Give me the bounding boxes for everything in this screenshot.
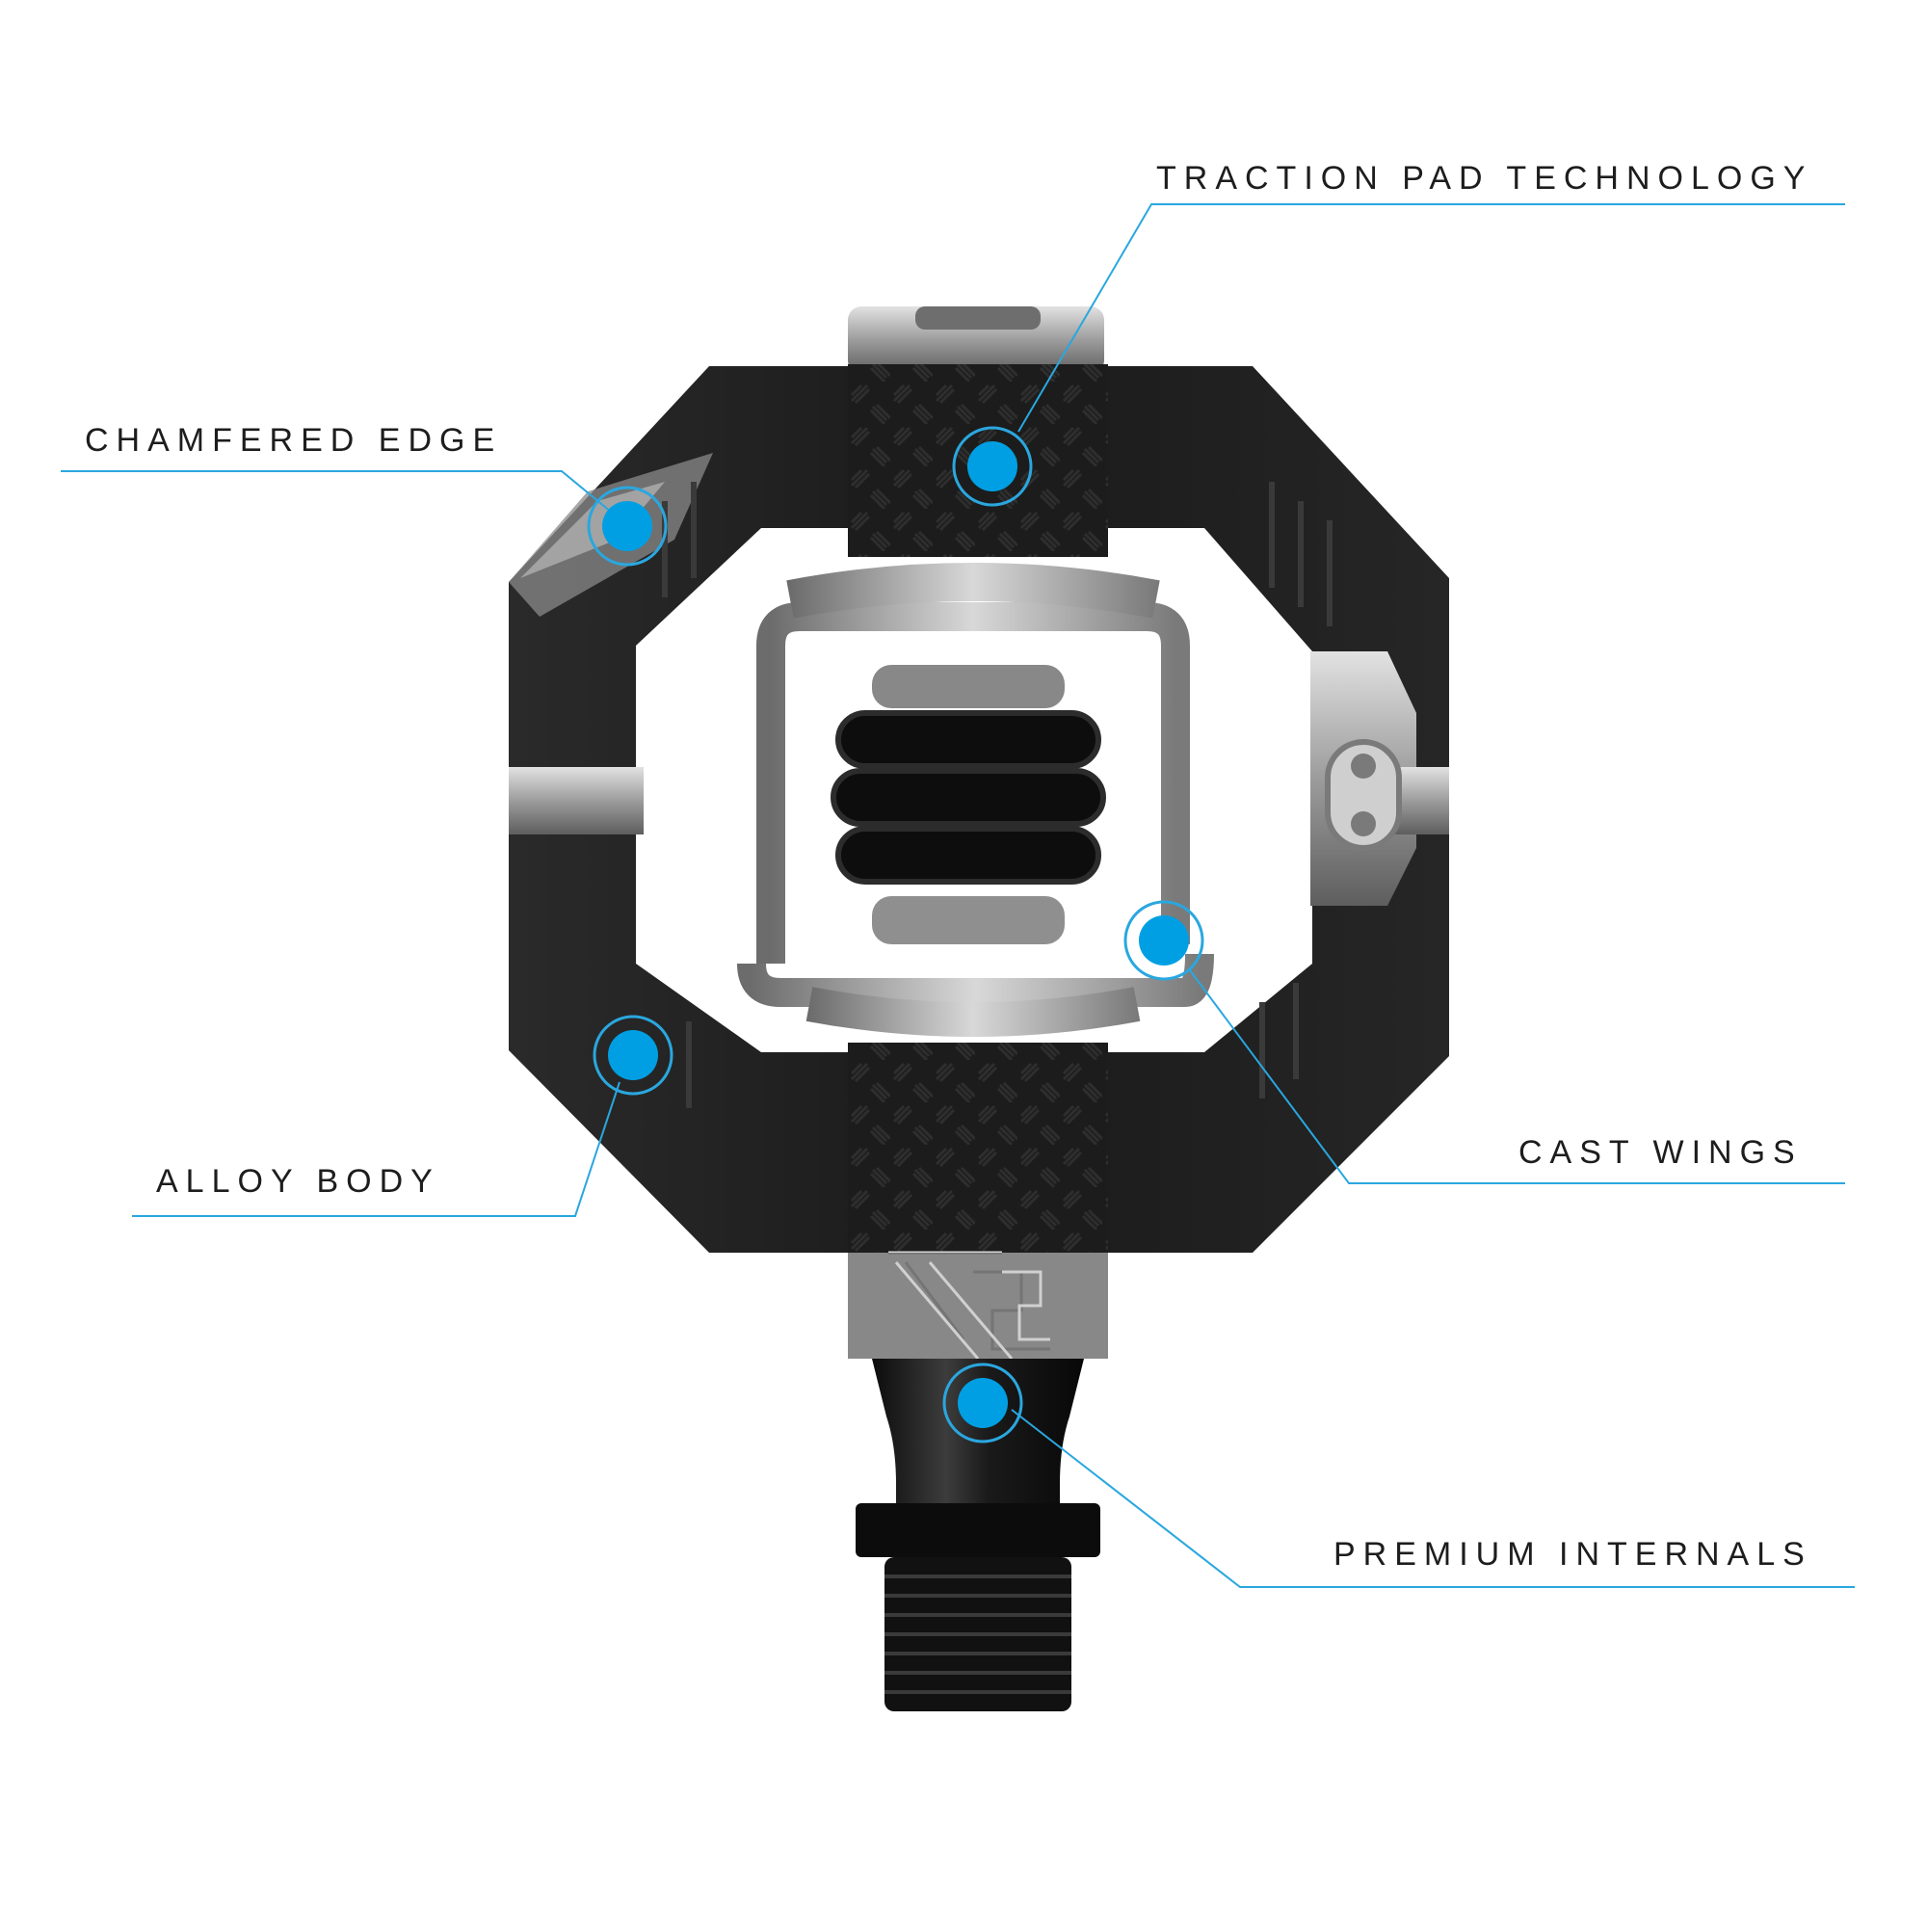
callout-marker-chamfered <box>587 486 668 567</box>
end-cap <box>848 306 1104 374</box>
leader-lines <box>61 203 1855 1588</box>
callout-marker-alloy <box>593 1015 673 1096</box>
callout-label-alloy-body: ALLOY BODY <box>156 1163 440 1200</box>
callout-label-premium-internals: PREMIUM INTERNALS <box>1333 1536 1812 1573</box>
traction-pad-bottom <box>848 1043 1108 1253</box>
spring-mechanism <box>831 665 1106 944</box>
retention-wing <box>737 563 1214 1037</box>
callout-label-traction-pad: TRACTION PAD TECHNOLOGY <box>1156 160 1813 197</box>
callout-marker-cast <box>1123 900 1204 981</box>
callout-label-cast-wings: CAST WINGS <box>1518 1134 1803 1171</box>
spindle <box>856 1359 1100 1711</box>
callout-marker-traction <box>952 426 1033 507</box>
screw-slot <box>1325 739 1402 851</box>
left-axle-collar <box>509 767 644 834</box>
callout-label-chamfered-edge: CHAMFERED EDGE <box>85 422 503 459</box>
callout-marker-premium <box>942 1363 1023 1443</box>
